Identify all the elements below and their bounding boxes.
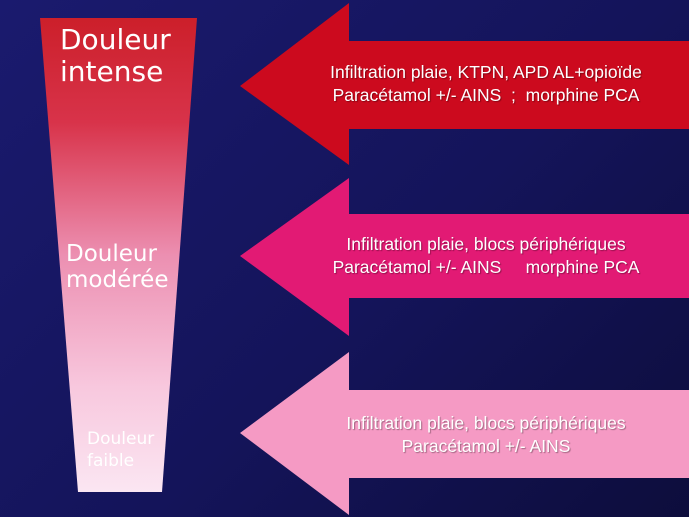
funnel-shape: [40, 18, 197, 492]
arrow-intense-text: Infiltration plaie, KTPN, APD AL+opioïde…: [290, 61, 682, 107]
label-douleur-moderee: Douleur modérée: [66, 241, 169, 294]
arrow-moderate-text: Infiltration plaie, blocs périphériques …: [290, 233, 682, 279]
arrow-weak-text: Infiltration plaie, blocs périphériques …: [300, 412, 672, 458]
arrow-weak: [240, 352, 689, 515]
arrow-intense-line2: Paracétamol +/- AINS ; morphine PCA: [332, 85, 640, 105]
arrow-weak-line2: Paracétamol +/- AINS: [401, 436, 571, 456]
arrow-weak-line1: Infiltration plaie, blocs périphériques: [346, 413, 626, 433]
arrow-moderate-line2: Paracétamol +/- AINS morphine PCA: [332, 257, 640, 277]
label-douleur-faible: Douleur faible: [87, 429, 155, 472]
arrow-intense-line1: Infiltration plaie, KTPN, APD AL+opioïde: [330, 62, 642, 82]
label-douleur-intense: Douleur intense: [60, 23, 171, 89]
arrow-intense: [240, 3, 689, 165]
arrow-moderate: [240, 178, 689, 336]
arrow-moderate-line1: Infiltration plaie, blocs périphériques: [346, 234, 626, 254]
